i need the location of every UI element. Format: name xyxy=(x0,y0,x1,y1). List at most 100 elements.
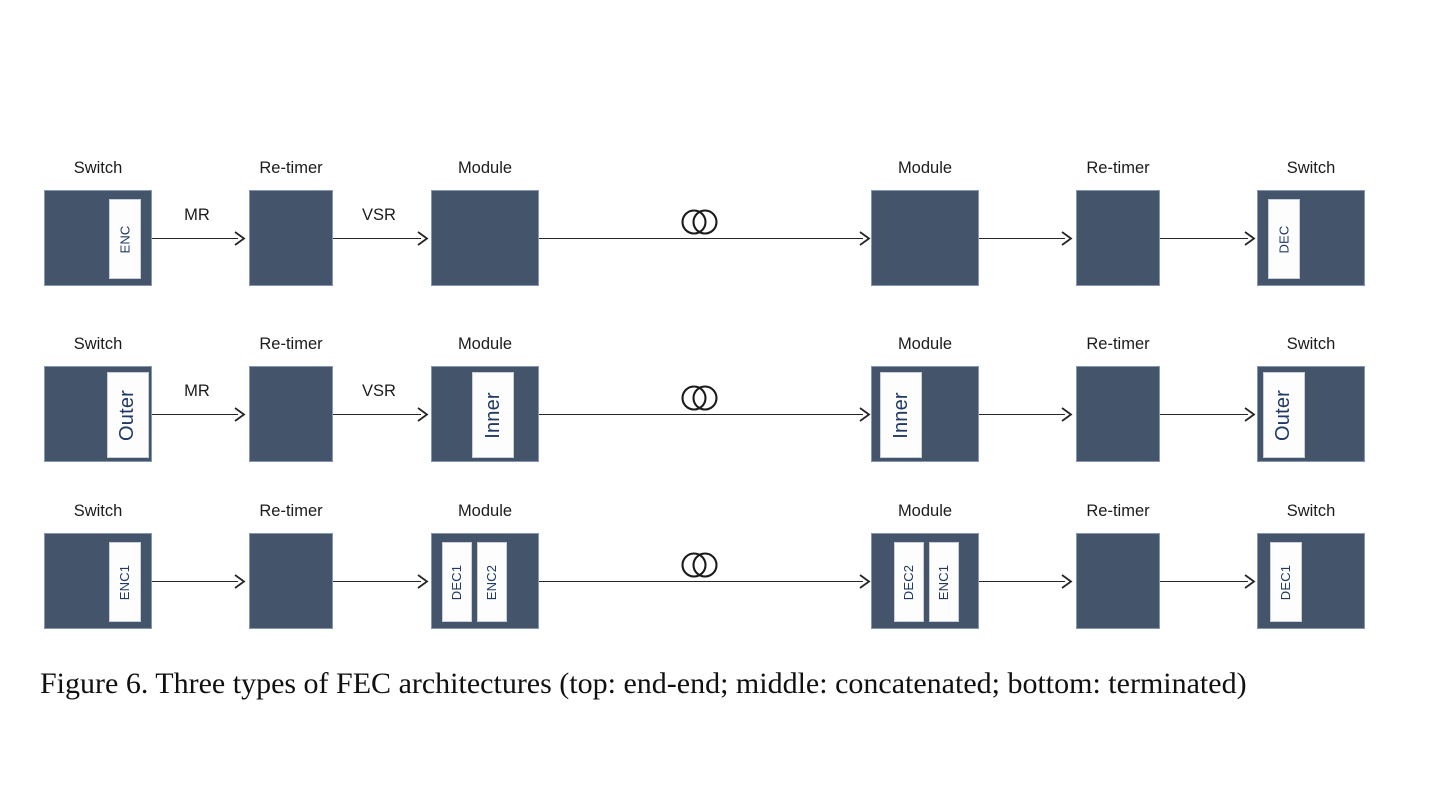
arrow-head-retimer-switch xyxy=(1244,407,1256,422)
node-label-module-right: Module xyxy=(897,335,953,353)
node-label-switch-left: Switch xyxy=(73,335,123,353)
fec-block-enc2: ENC2 xyxy=(477,542,507,622)
arrow-head-switch-retimer xyxy=(234,574,246,589)
node-label-switch-right: Switch xyxy=(1286,502,1336,520)
fec-block-label: Inner xyxy=(889,391,912,439)
node-label-module-right: Module xyxy=(897,502,953,520)
link-line-vsr xyxy=(333,414,421,415)
link-line-retimer-switch xyxy=(1160,581,1248,582)
link-line-module-retimer xyxy=(979,238,1065,239)
node-box-retimer-right xyxy=(1076,190,1160,286)
fec-block-inner: Inner xyxy=(472,372,514,458)
fec-block-label: Inner xyxy=(481,391,504,439)
fec-block-label: Outer xyxy=(1272,389,1295,441)
node-label-retimer-left: Re-timer xyxy=(259,502,323,520)
fiber-spool-icon xyxy=(679,549,721,581)
link-label-vsr: VSR xyxy=(362,382,396,400)
node-label-switch-left: Switch xyxy=(73,502,123,520)
fec-block-inner: Inner xyxy=(880,372,922,458)
node-box-module-right: Inner xyxy=(871,366,979,462)
arrow-head-vsr xyxy=(417,231,429,246)
arrow-head-module-retimer xyxy=(1061,231,1073,246)
diagram-row-terminated: Switch ENC1 Re-timer Module DEC1 ENC2 Mo… xyxy=(0,493,1456,633)
node-box-switch-left: ENC xyxy=(44,190,152,286)
fec-block-outer: Outer xyxy=(1263,372,1305,458)
fec-block-enc1: ENC1 xyxy=(109,542,141,622)
node-box-retimer-right xyxy=(1076,366,1160,462)
node-label-retimer-left: Re-timer xyxy=(259,159,323,177)
fec-block-label: DEC2 xyxy=(901,564,917,600)
link-line-switch-retimer xyxy=(152,581,238,582)
link-label-mr: MR xyxy=(184,206,210,224)
fec-block-dec1: DEC1 xyxy=(1270,542,1302,622)
arrow-head-module-retimer xyxy=(1061,407,1073,422)
node-box-switch-left: ENC1 xyxy=(44,533,152,629)
node-box-module-right: DEC2 ENC1 xyxy=(871,533,979,629)
node-label-module-left: Module xyxy=(457,502,513,520)
arrow-head-vsr xyxy=(417,407,429,422)
link-line-module-retimer xyxy=(979,581,1065,582)
fec-block-dec1: DEC1 xyxy=(442,542,472,622)
arrow-head-retimer-switch xyxy=(1244,231,1256,246)
node-box-retimer-left xyxy=(249,190,333,286)
node-label-switch-right: Switch xyxy=(1286,159,1336,177)
fec-block-label: ENC1 xyxy=(117,564,133,600)
fec-block-label: Outer xyxy=(116,389,139,441)
arrow-head-mr xyxy=(234,407,246,422)
link-label-mr: MR xyxy=(184,382,210,400)
fec-block-label: ENC xyxy=(117,224,133,254)
node-label-retimer-right: Re-timer xyxy=(1086,502,1150,520)
fiber-spool-icon xyxy=(679,382,721,414)
node-box-switch-right: DEC xyxy=(1257,190,1365,286)
figure-caption: Figure 6. Three types of FEC architectur… xyxy=(40,667,1247,700)
node-box-module-left: DEC1 ENC2 xyxy=(431,533,539,629)
node-box-retimer-right xyxy=(1076,533,1160,629)
diagram-row-end-end: Switch ENC Re-timer Module Module Re-tim… xyxy=(0,150,1456,290)
link-line-fiber xyxy=(539,238,863,239)
node-box-retimer-left xyxy=(249,533,333,629)
fec-block-dec: DEC xyxy=(1268,199,1300,279)
fec-block-outer: Outer xyxy=(107,372,149,458)
node-label-retimer-right: Re-timer xyxy=(1086,159,1150,177)
link-line-retimer-switch xyxy=(1160,414,1248,415)
fec-block-dec2: DEC2 xyxy=(894,542,924,622)
node-box-module-right xyxy=(871,190,979,286)
node-box-module-left: Inner xyxy=(431,366,539,462)
link-label-vsr: VSR xyxy=(362,206,396,224)
node-label-switch-left: Switch xyxy=(73,159,123,177)
arrow-head-module-retimer xyxy=(1061,574,1073,589)
node-label-retimer-left: Re-timer xyxy=(259,335,323,353)
node-label-retimer-right: Re-timer xyxy=(1086,335,1150,353)
link-line-mr xyxy=(152,238,238,239)
node-box-switch-right: Outer xyxy=(1257,366,1365,462)
node-label-module-left: Module xyxy=(457,159,513,177)
node-label-module-left: Module xyxy=(457,335,513,353)
fec-block-enc1: ENC1 xyxy=(929,542,959,622)
link-line-retimer-switch xyxy=(1160,238,1248,239)
arrow-head-fiber xyxy=(859,574,871,589)
node-box-switch-right: DEC1 xyxy=(1257,533,1365,629)
fec-block-label: DEC1 xyxy=(449,564,465,600)
fec-block-enc: ENC xyxy=(109,199,141,279)
node-box-retimer-left xyxy=(249,366,333,462)
arrow-head-retimer-module xyxy=(417,574,429,589)
arrow-head-retimer-switch xyxy=(1244,574,1256,589)
node-box-module-left xyxy=(431,190,539,286)
fec-block-label: ENC1 xyxy=(936,564,952,600)
arrow-head-mr xyxy=(234,231,246,246)
link-line-retimer-module xyxy=(333,581,421,582)
link-line-mr xyxy=(152,414,238,415)
arrow-head-fiber xyxy=(859,407,871,422)
link-line-fiber xyxy=(539,414,863,415)
link-line-fiber xyxy=(539,581,863,582)
fec-block-label: DEC xyxy=(1276,224,1292,254)
link-line-vsr xyxy=(333,238,421,239)
node-box-switch-left: Outer xyxy=(44,366,152,462)
node-label-switch-right: Switch xyxy=(1286,335,1336,353)
link-line-module-retimer xyxy=(979,414,1065,415)
node-label-module-right: Module xyxy=(897,159,953,177)
fiber-spool-icon xyxy=(679,206,721,238)
fec-block-label: ENC2 xyxy=(484,564,500,600)
diagram-row-concatenated: Switch Outer Re-timer Module Inner Modul… xyxy=(0,326,1456,466)
